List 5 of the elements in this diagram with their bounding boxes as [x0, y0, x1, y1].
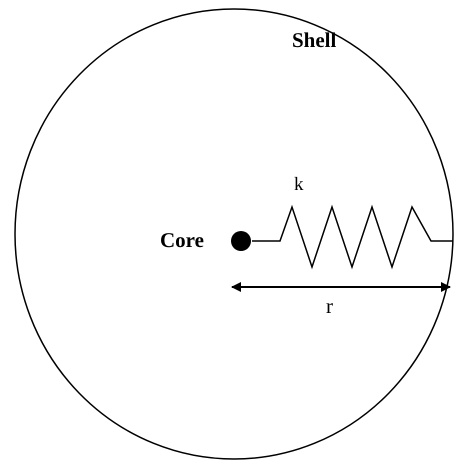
- core-label: Core: [160, 228, 204, 253]
- shell-circle: [14, 8, 454, 460]
- shell-label: Shell: [292, 28, 336, 53]
- dimension-label: r: [326, 294, 333, 319]
- spring: [252, 204, 453, 270]
